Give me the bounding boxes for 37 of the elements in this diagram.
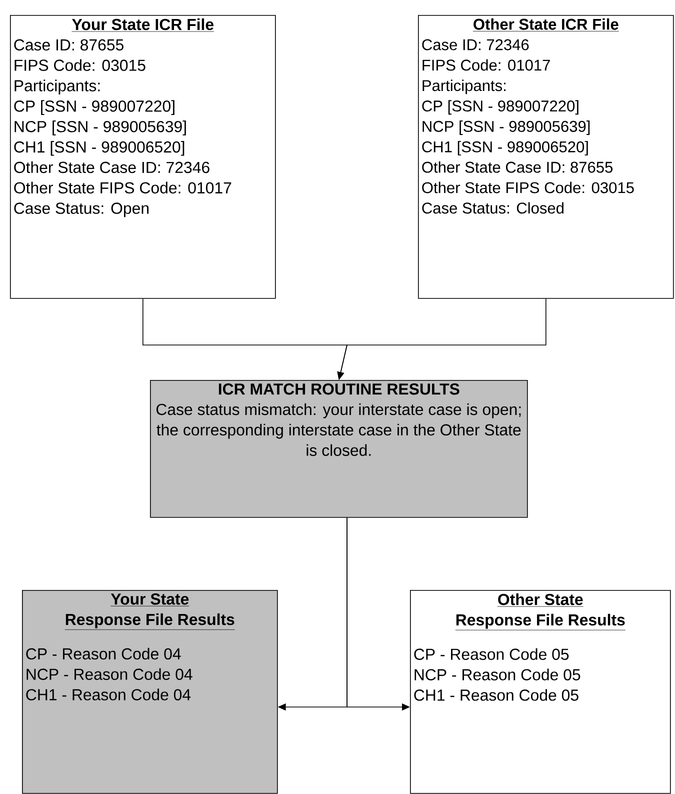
text-line: CP - Reason Code 05	[414, 648, 569, 660]
heading: Response File Results	[64, 613, 236, 630]
text-line: Case Status: Closed	[422, 202, 564, 214]
text-line: CH1 - Reason Code 05	[414, 689, 578, 701]
text-line: Participants:	[14, 80, 100, 95]
text-line: CP [SSN - 989007220]	[14, 100, 174, 115]
text-line: Other State FIPS Code: 03015	[422, 182, 634, 194]
text-line: Other State FIPS Code: 01017	[14, 182, 232, 194]
text-line: NCP - Reason Code 05	[414, 668, 580, 680]
heading: Your State ICR File	[72, 18, 214, 32]
heading: Your State	[110, 593, 190, 606]
text-line: NCP - Reason Code 04	[26, 668, 192, 680]
text-line: FIPS Code: 01017	[422, 59, 550, 71]
text-line: CH1 - Reason Code 04	[26, 688, 191, 700]
text-line: Case Status: Open	[14, 202, 148, 218]
heading: Other State	[497, 593, 584, 607]
text-line: CH1 [SSN - 989006520]	[422, 140, 588, 156]
file-box	[10, 15, 276, 299]
text-line: NCP [SSN - 989005639]	[14, 120, 186, 136]
heading: ICR MATCH ROUTINE RESULTS	[218, 383, 460, 395]
results-box	[150, 380, 528, 518]
text-line: FIPS Code: 03015	[14, 59, 146, 71]
text-line: Other State Case ID: 72346	[14, 161, 210, 174]
description-text: Case status mismatch: your interstate case is open; the corresponding interstate case in the Other State is closed.	[156, 403, 521, 456]
text-line: CH1 [SSN - 989006520]	[14, 140, 184, 156]
results-box	[410, 590, 671, 794]
file-box	[418, 15, 674, 299]
heading: Other State ICR File	[472, 18, 620, 32]
text-line: CP - Reason Code 04	[26, 648, 181, 660]
text-line: Case ID: 72346	[422, 39, 529, 50]
results-box	[22, 590, 278, 794]
text-line: Case ID: 87655	[14, 39, 124, 51]
heading: Response File Results	[455, 614, 626, 630]
text-line: NCP [SSN - 989005639]	[422, 120, 590, 135]
text-line: Participants:	[422, 80, 506, 94]
text-line: Other State Case ID: 87655	[422, 161, 613, 173]
text-line: CP [SSN - 989007220]	[422, 100, 578, 115]
